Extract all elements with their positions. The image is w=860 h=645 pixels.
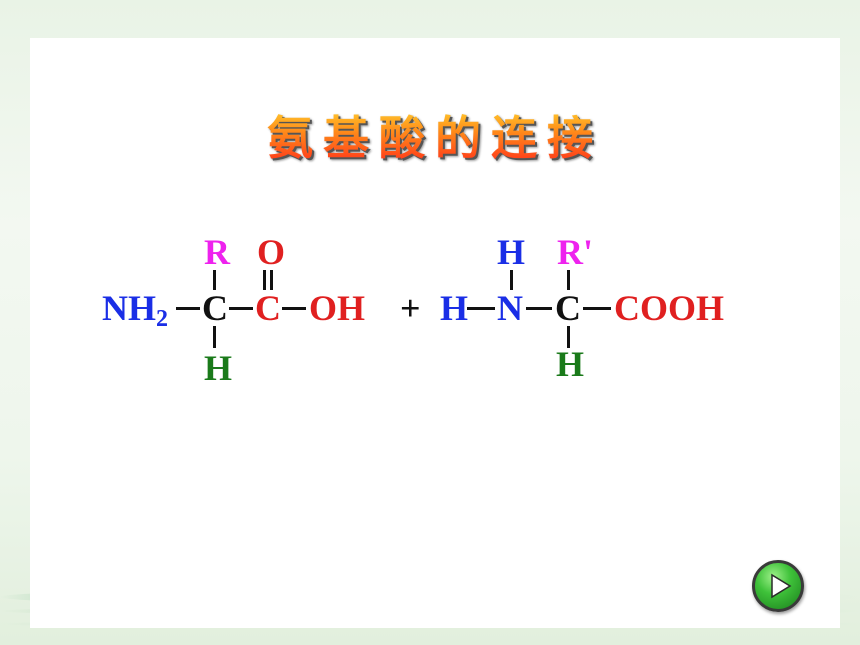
bond — [282, 307, 306, 310]
next-slide-button[interactable] — [752, 560, 804, 612]
bond — [583, 307, 611, 310]
carbonyl-oxygen: O — [257, 232, 286, 272]
r-group-1: R — [204, 232, 230, 272]
bond — [467, 307, 495, 310]
bond — [510, 270, 513, 290]
carboxyl-group: COOH — [614, 288, 725, 328]
bond — [567, 326, 570, 348]
bond — [213, 270, 216, 290]
amino-hydrogen-left: H — [440, 288, 469, 328]
play-icon — [771, 573, 792, 599]
alpha-carbon-1: C — [202, 288, 228, 328]
hydrogen-2: H — [556, 344, 585, 384]
slide-canvas: 氨基酸的连接 NH2 C C OH R O H + H N C COOH H R… — [30, 38, 840, 628]
carbonyl-carbon: C — [255, 288, 281, 328]
bond — [229, 307, 253, 310]
nitrogen: N — [497, 288, 523, 328]
amino-group-1: NH2 — [102, 288, 168, 332]
slide-title: 氨基酸的连接 — [30, 102, 840, 168]
hydrogen-1: H — [204, 348, 233, 388]
bond — [567, 270, 570, 290]
bond — [526, 307, 552, 310]
bond — [176, 307, 200, 310]
alpha-carbon-2: C — [555, 288, 581, 328]
hydroxyl-group: OH — [309, 288, 366, 328]
plus-sign: + — [400, 288, 421, 328]
reaction-formula: NH2 C C OH R O H + H N C COOH H R' H — [30, 38, 840, 628]
r-group-2: R' — [557, 232, 593, 272]
amino-hydrogen-top: H — [497, 232, 526, 272]
bond — [213, 326, 216, 348]
double-bond — [270, 270, 273, 290]
double-bond — [263, 270, 266, 290]
